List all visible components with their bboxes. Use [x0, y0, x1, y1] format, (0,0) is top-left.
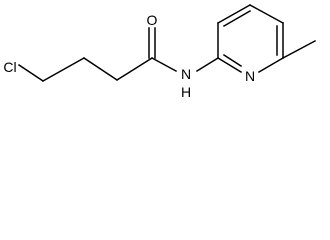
ring-bond-c6-n1 [257, 56, 285, 74]
ring-bond-n1-c2 [216, 56, 243, 74]
ring-bond-c3-c4 [216, 3, 252, 25]
bond-cl-c1 [17, 63, 45, 83]
molecule-structure: Cl O N H N [3, 3, 317, 100]
bond-carbonyl-nitrogen [150, 56, 178, 73]
oxygen-label: O [147, 12, 158, 28]
bond-c1-c2 [41, 56, 86, 83]
ring-bond-c4-c5 [248, 3, 285, 25]
ring-nitrogen-label: N [245, 68, 255, 84]
ring-double-n1-c2 [222, 53, 243, 68]
amide-nitrogen-label: N [181, 66, 191, 82]
bond-c2-c3 [82, 56, 119, 82]
amide-hydrogen-label: H [181, 84, 191, 100]
bond-c3-carbonyl [115, 56, 154, 82]
bond-ring-methyl [281, 39, 317, 60]
chlorine-label: Cl [3, 59, 16, 75]
bond-nitrogen-ring [195, 56, 220, 73]
ring-double-c3-c4 [222, 9, 252, 28]
